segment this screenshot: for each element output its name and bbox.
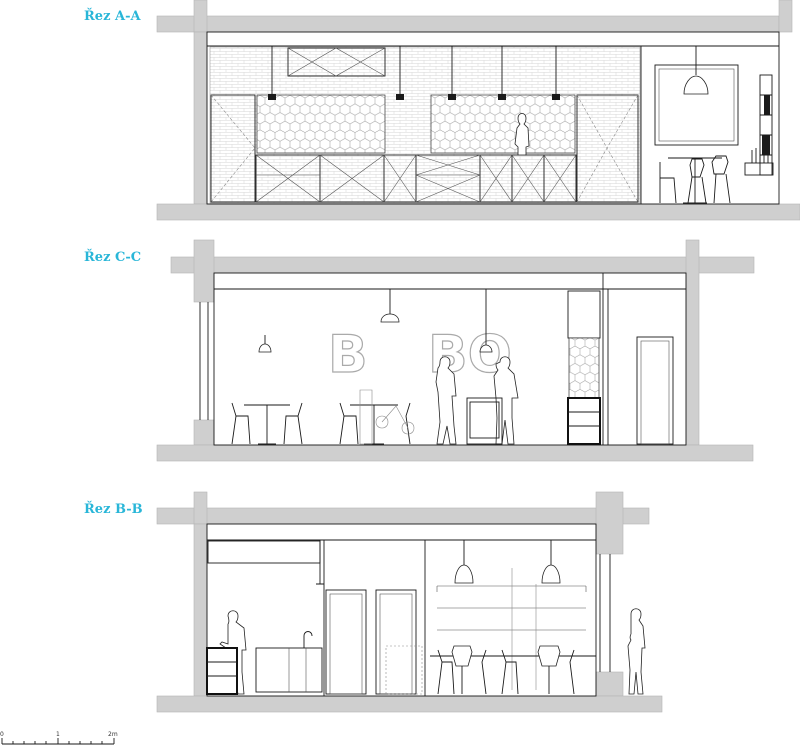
section-c-c-appliance	[466, 397, 503, 445]
section-a-a-door-swing-right	[576, 94, 639, 203]
section-label-b-b: Řez B-B	[84, 502, 143, 517]
section-a-a-dining-lamp	[683, 75, 709, 95]
section-c-c-wall-right	[685, 239, 700, 446]
section-b-b-cabinet-doors	[288, 648, 307, 692]
section-b-b-room-outline	[206, 523, 597, 697]
section-c-c-upper-cabinet	[567, 290, 601, 339]
section-b-b-door-right-frame	[379, 593, 413, 695]
section-a-a-picture-frame	[654, 64, 739, 146]
section-a-a-tall-cabinet-right	[576, 94, 639, 203]
wall-lettering-bo: BO	[428, 325, 512, 385]
section-a-a-ceiling-slab	[156, 15, 780, 33]
section-a-a-counter	[255, 154, 577, 203]
section-b-b-ceiling-slab	[156, 507, 650, 525]
section-b-b-wall-left	[193, 523, 208, 697]
section-a-a-dining-set	[659, 155, 731, 204]
section-b-b-pendant-lamp-right	[541, 564, 561, 584]
section-c-c-wall-stub	[193, 419, 215, 446]
section-b-b-drawing	[156, 491, 663, 713]
section-c-c-person-right	[493, 356, 519, 445]
section-b-b-window	[599, 554, 611, 672]
section-b-b-door-right	[375, 589, 417, 695]
section-c-c-column-left	[193, 239, 215, 303]
section-b-b-shelving	[436, 568, 587, 690]
section-a-a-hood-cross	[287, 47, 386, 77]
scale-label-0: 0	[0, 731, 4, 738]
section-c-c-drawer-unit	[567, 397, 601, 445]
section-c-c-pendant-lamp-2	[479, 344, 493, 353]
section-a-a-person	[514, 113, 530, 156]
wall-lettering-b: B	[328, 325, 368, 385]
section-c-c-wall-lamp	[258, 343, 272, 353]
section-c-c-bicycle	[359, 389, 415, 445]
section-c-c-room-outline	[213, 272, 687, 446]
section-a-a-backsplash-right	[430, 94, 576, 154]
section-c-c-pendant-lamp	[380, 313, 400, 323]
section-label-a-a: Řez A-A	[84, 9, 141, 24]
section-c-c-door	[636, 336, 674, 445]
section-c-c-drawer-lines	[568, 411, 600, 427]
section-a-a-door-swing-left	[210, 94, 256, 203]
section-b-b-door-left-frame	[329, 593, 363, 695]
section-a-a-wall-left	[193, 31, 208, 205]
section-b-b-appliance-outline	[385, 645, 423, 695]
section-c-c-door-frame	[640, 340, 670, 445]
section-c-c-partition	[602, 273, 609, 445]
scale-label-1: 1	[56, 731, 60, 738]
section-b-b-drawer-unit	[206, 647, 238, 695]
section-a-a-shelving	[744, 74, 774, 176]
scale-label-2m: 2m	[108, 731, 118, 738]
section-a-a-picture-inner	[658, 68, 735, 142]
section-b-b-partition-head	[316, 540, 324, 585]
section-b-b-dining-sets	[430, 645, 596, 695]
section-c-c-appliance-door	[469, 401, 500, 439]
section-b-b-wall-stub	[595, 671, 624, 697]
section-c-c-floor-slab	[156, 444, 754, 462]
section-a-a-floor-slab	[156, 203, 800, 221]
scale-bar: 0 1 2m	[0, 731, 118, 745]
section-c-c-ceiling-slab	[170, 256, 755, 274]
section-b-b-drawer-lines	[207, 661, 237, 677]
section-b-b-lamp-cords	[463, 540, 552, 565]
section-b-b-faucet	[303, 631, 313, 648]
section-label-c-c: Řez C-C	[84, 250, 142, 265]
section-c-c-dining-set-right	[339, 402, 411, 445]
section-c-c-person-left	[435, 356, 457, 445]
section-b-b-column-left	[193, 491, 208, 525]
section-c-c-dining-set-left	[231, 402, 303, 445]
section-b-b-column-right	[595, 491, 624, 555]
section-b-b-upper-cabinets	[207, 540, 321, 564]
section-a-a-backsplash-left	[256, 94, 386, 154]
section-a-a-tall-cabinet-left	[210, 94, 256, 203]
section-b-b-floor-slab	[156, 695, 663, 713]
section-c-c-backsplash	[568, 337, 600, 399]
section-a-a-column-left	[193, 0, 208, 33]
section-a-a-column-right	[778, 0, 793, 33]
section-b-b-door-left	[325, 589, 367, 695]
section-a-a-drawing	[156, 0, 800, 221]
section-b-b-pendant-lamp-left	[454, 564, 474, 584]
section-b-b-person-right	[627, 608, 646, 695]
section-c-c-drawing: B BO	[156, 239, 755, 462]
section-c-c-lamp-cords	[264, 289, 391, 344]
section-a-a-room-outline	[206, 31, 780, 205]
section-a-a-pendant-lamps	[268, 46, 560, 100]
section-c-c-window	[199, 302, 209, 420]
